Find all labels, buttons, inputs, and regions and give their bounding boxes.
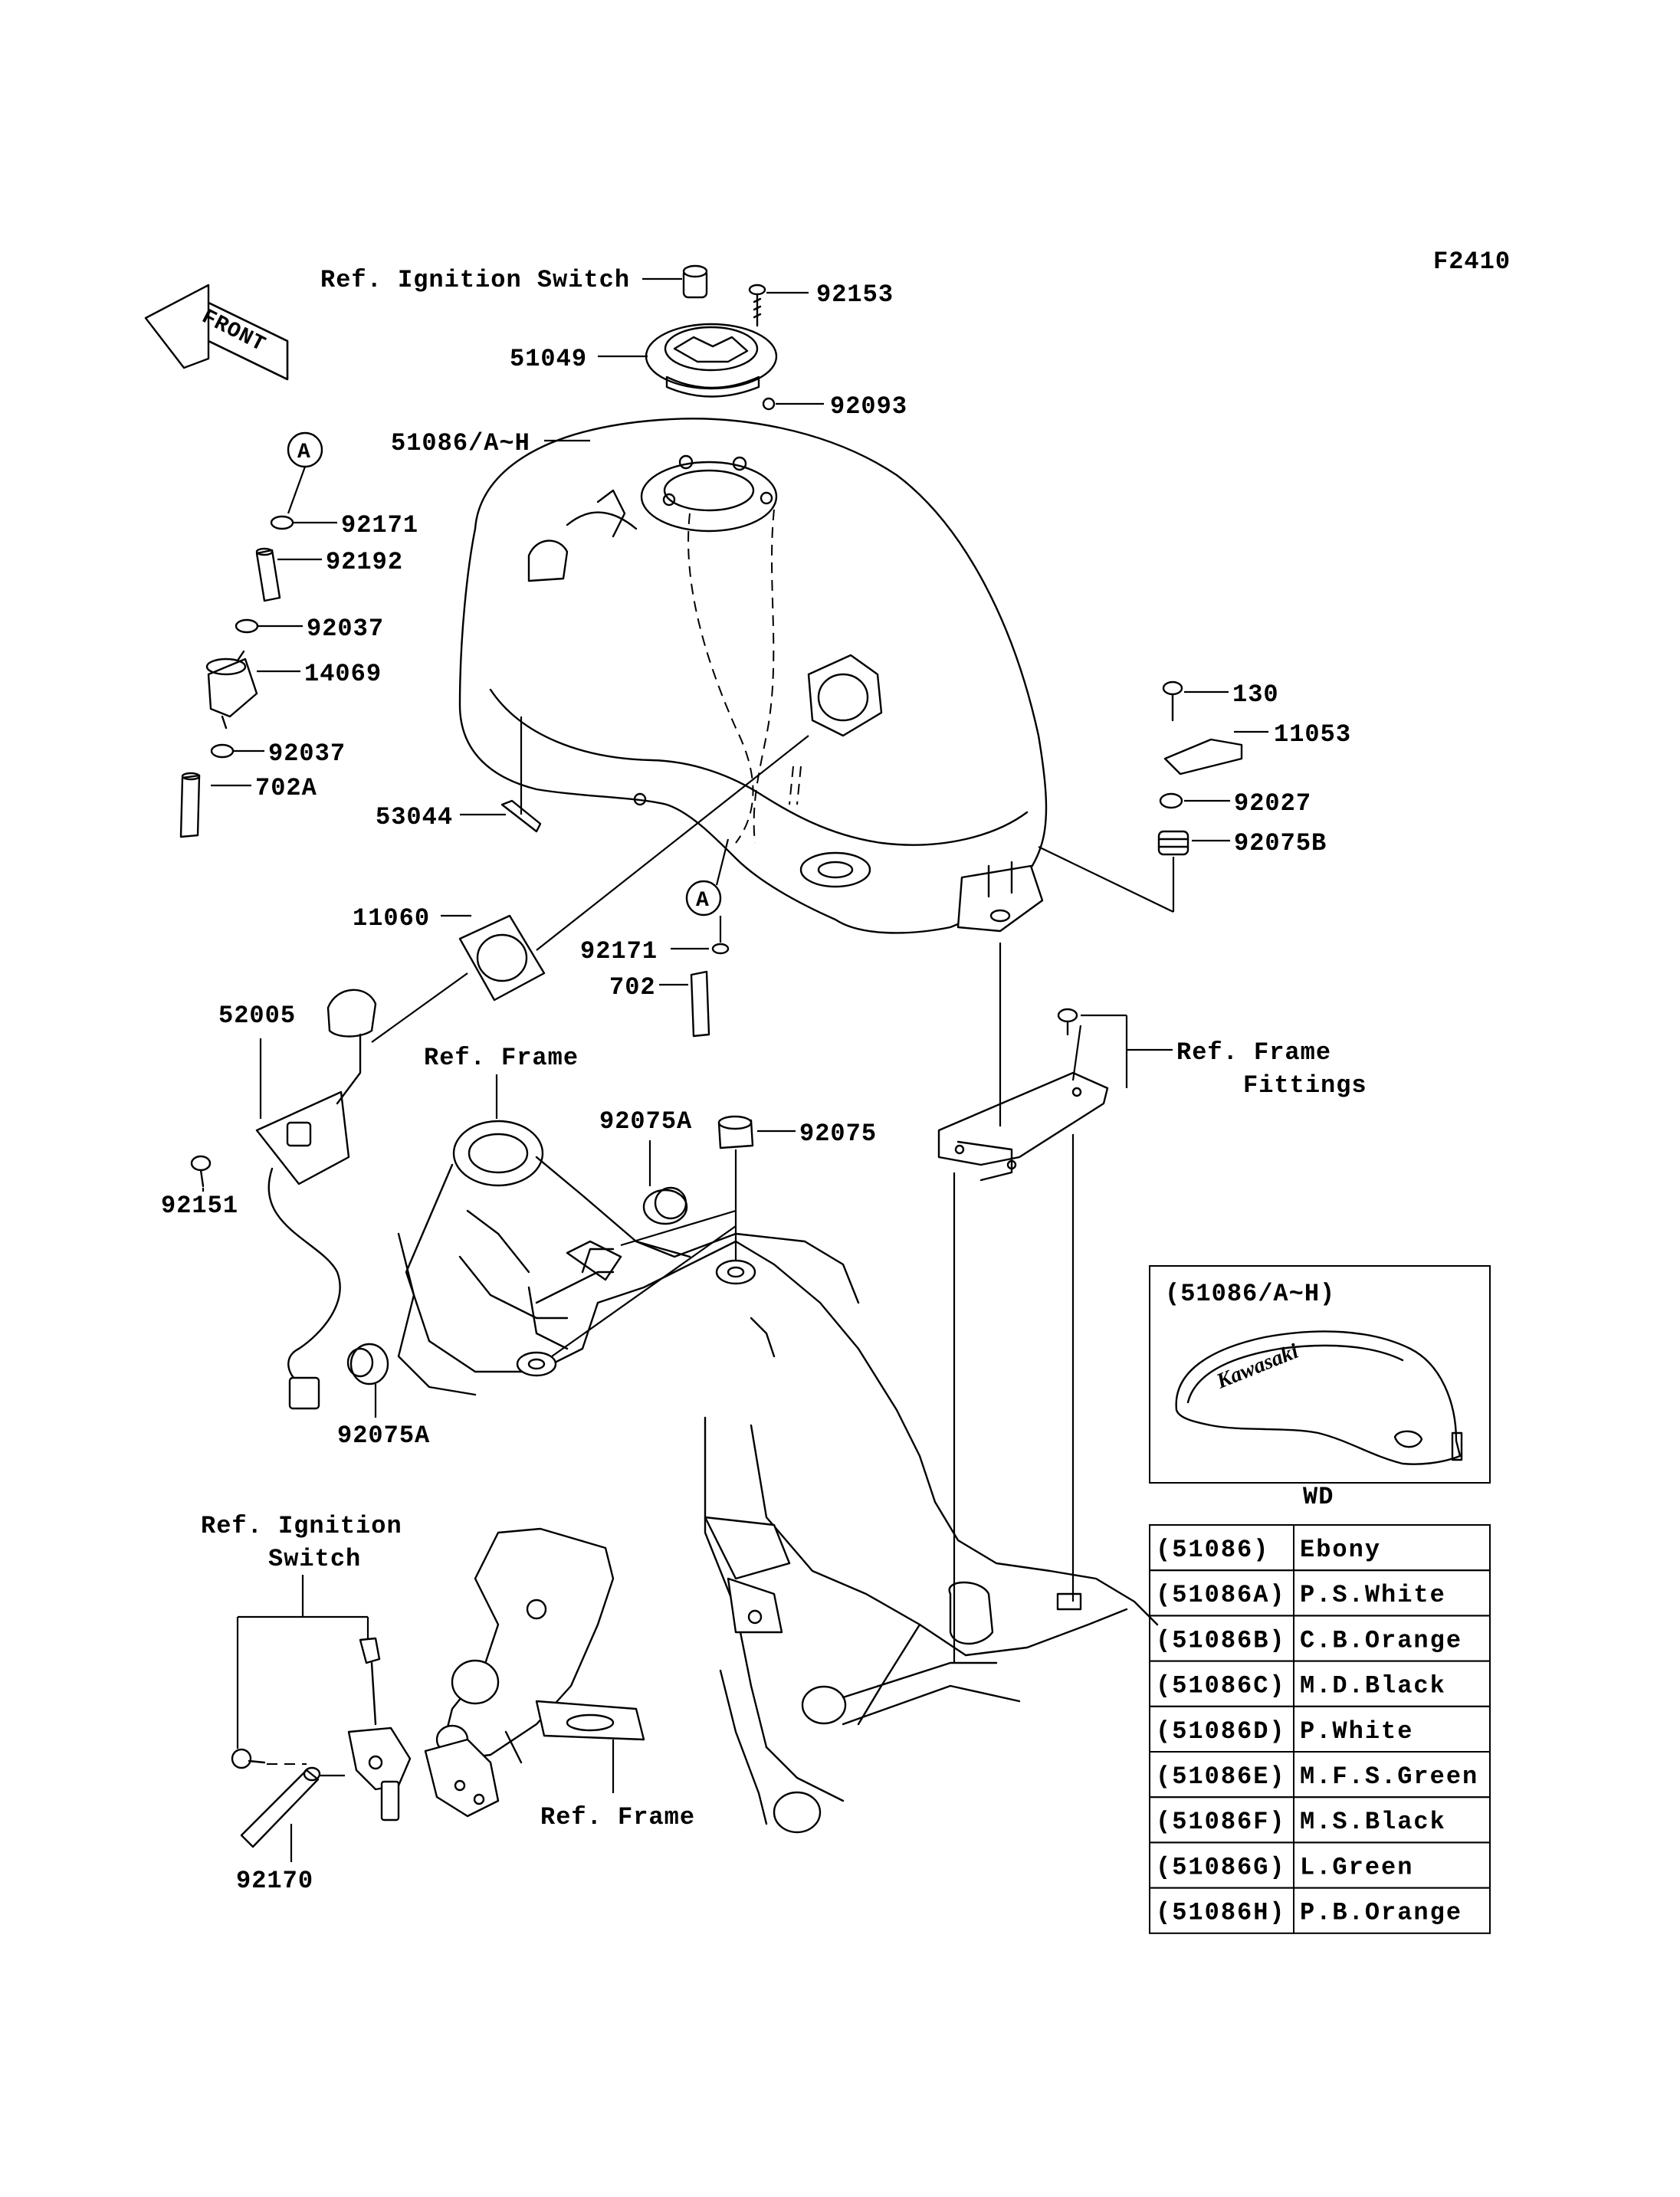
bracket-11053-icon: [1163, 738, 1243, 776]
clip-92037-a-icon: [235, 618, 259, 634]
ref-frame-bottom: Ref. Frame: [540, 1803, 695, 1831]
part-92037-a: 92037: [307, 615, 384, 643]
color-name: P.B.Orange: [1300, 1899, 1462, 1927]
color-table-row: (51086A) P.S.White: [1149, 1569, 1491, 1617]
tank-inset: (51086/A~H) Kawasaki: [1149, 1265, 1491, 1484]
color-table-row: (51086B) C.B.Orange: [1149, 1615, 1491, 1662]
color-code: (51086): [1156, 1536, 1269, 1564]
color-table-row: (51086E) M.F.S.Green: [1149, 1751, 1491, 1799]
frame-icon: [397, 1120, 1159, 1834]
color-code: (51086A): [1156, 1581, 1286, 1609]
color-name: P.S.White: [1300, 1581, 1446, 1609]
color-code: (51086E): [1156, 1763, 1286, 1791]
rubber-92075A-a-icon: [642, 1186, 688, 1225]
figure-id: F2410: [1433, 248, 1511, 276]
color-code: (51086F): [1156, 1808, 1286, 1836]
ref-frame-fittings-2: Fittings: [1243, 1071, 1367, 1100]
color-name: P.White: [1300, 1717, 1413, 1746]
ignition-bushing-icon: [682, 264, 708, 299]
color-name: M.F.S.Green: [1300, 1763, 1478, 1791]
ref-frame-fittings-1: Ref. Frame: [1176, 1038, 1331, 1067]
callout-a-left: A: [287, 431, 323, 468]
filter-14069-icon: [205, 650, 258, 730]
inset-title: (51086/A~H): [1165, 1280, 1335, 1308]
part-53044: 53044: [376, 803, 453, 831]
part-130: 130: [1232, 680, 1279, 709]
color-table-row: (51086G) L.Green: [1149, 1841, 1491, 1889]
part-92075: 92075: [799, 1120, 877, 1148]
color-code: (51086D): [1156, 1717, 1286, 1746]
ref-ignition-switch-bottom-2: Switch: [268, 1545, 361, 1573]
part-11053: 11053: [1274, 720, 1351, 749]
color-table-row: (51086F) M.S.Black: [1149, 1796, 1491, 1844]
color-table-row: (51086) Ebony: [1149, 1524, 1491, 1572]
ref-ignition-switch-bottom-1: Ref. Ignition: [201, 1512, 402, 1540]
ref-ignition-switch-top: Ref. Ignition Switch: [320, 266, 630, 294]
color-table: (51086) Ebony (51086A) P.S.White (51086B) C.B…: [1149, 1524, 1491, 1934]
switch-assembly-icon: [347, 1637, 412, 1822]
clip-92037-b-icon: [210, 743, 235, 759]
part-92075A-b: 92075A: [337, 1421, 430, 1450]
color-name: Ebony: [1300, 1536, 1381, 1564]
color-table-row: (51086H) P.B.Orange: [1149, 1887, 1491, 1934]
part-92171-a: 92171: [341, 511, 418, 539]
washer-92027-icon: [1159, 792, 1183, 809]
fuel-pump-52005-icon: [255, 989, 377, 1410]
rubber-92075-icon: [717, 1115, 754, 1149]
bolt-92153-icon: [748, 284, 766, 327]
part-11060: 11060: [353, 904, 430, 933]
part-14069: 14069: [304, 660, 382, 688]
part-92192: 92192: [326, 548, 403, 576]
front-arrow-icon: FRONT: [144, 284, 289, 381]
part-92037-b: 92037: [268, 739, 346, 768]
part-92170: 92170: [236, 1867, 313, 1895]
part-92171-b: 92171: [580, 937, 658, 966]
frame-fitting-icon: [937, 1008, 1109, 1182]
color-table-row: (51086D) P.White: [1149, 1705, 1491, 1753]
hose-702A-icon: [179, 772, 201, 838]
color-code: (51086H): [1156, 1899, 1286, 1927]
washer-92093-icon: [762, 397, 776, 411]
clip-92171-icon: [270, 515, 294, 530]
part-92151: 92151: [161, 1192, 238, 1220]
part-92075A-a: 92075A: [599, 1107, 692, 1136]
part-92075B: 92075B: [1234, 829, 1327, 857]
bolt-left-icon: [231, 1748, 266, 1769]
fuel-tank-icon: [458, 418, 1048, 934]
frame-head-bracket-icon: [424, 1527, 645, 1818]
part-702A: 702A: [255, 774, 317, 802]
clip-92171-b-icon: [711, 943, 730, 955]
color-table-row: (51086C) M.D.Black: [1149, 1660, 1491, 1707]
hose-702-icon: [690, 970, 710, 1038]
pad-53044-icon: [500, 799, 542, 833]
color-name: C.B.Orange: [1300, 1626, 1462, 1654]
color-code: (51086B): [1156, 1626, 1286, 1654]
rod-92170-icon: [240, 1766, 321, 1848]
rubber-92075B-icon: [1157, 830, 1189, 856]
ref-frame-top: Ref. Frame: [424, 1044, 579, 1072]
color-name: M.D.Black: [1300, 1672, 1446, 1700]
bolt-130-icon: [1162, 680, 1183, 722]
svg-text:A: A: [696, 889, 710, 913]
part-92027: 92027: [1234, 789, 1311, 818]
part-702: 702: [609, 973, 656, 1002]
callout-a-center: A: [685, 880, 722, 917]
hose-92192-icon: [255, 547, 281, 602]
part-92153: 92153: [816, 280, 894, 309]
part-51086: 51086/A~H: [391, 429, 530, 457]
svg-text:A: A: [297, 441, 311, 464]
part-52005: 52005: [218, 1002, 296, 1030]
fuel-cap-icon: [645, 323, 778, 398]
color-name: L.Green: [1300, 1853, 1413, 1881]
gasket-11060-icon: [458, 914, 546, 1002]
color-code: (51086C): [1156, 1672, 1286, 1700]
inset-caption: WD: [1303, 1483, 1334, 1511]
part-51049: 51049: [510, 345, 587, 373]
color-name: M.S.Black: [1300, 1808, 1446, 1836]
part-92093: 92093: [830, 392, 907, 421]
color-code: (51086G): [1156, 1853, 1286, 1881]
rubber-92075A-b-icon: [346, 1343, 389, 1385]
screw-92151-icon: [190, 1155, 212, 1188]
